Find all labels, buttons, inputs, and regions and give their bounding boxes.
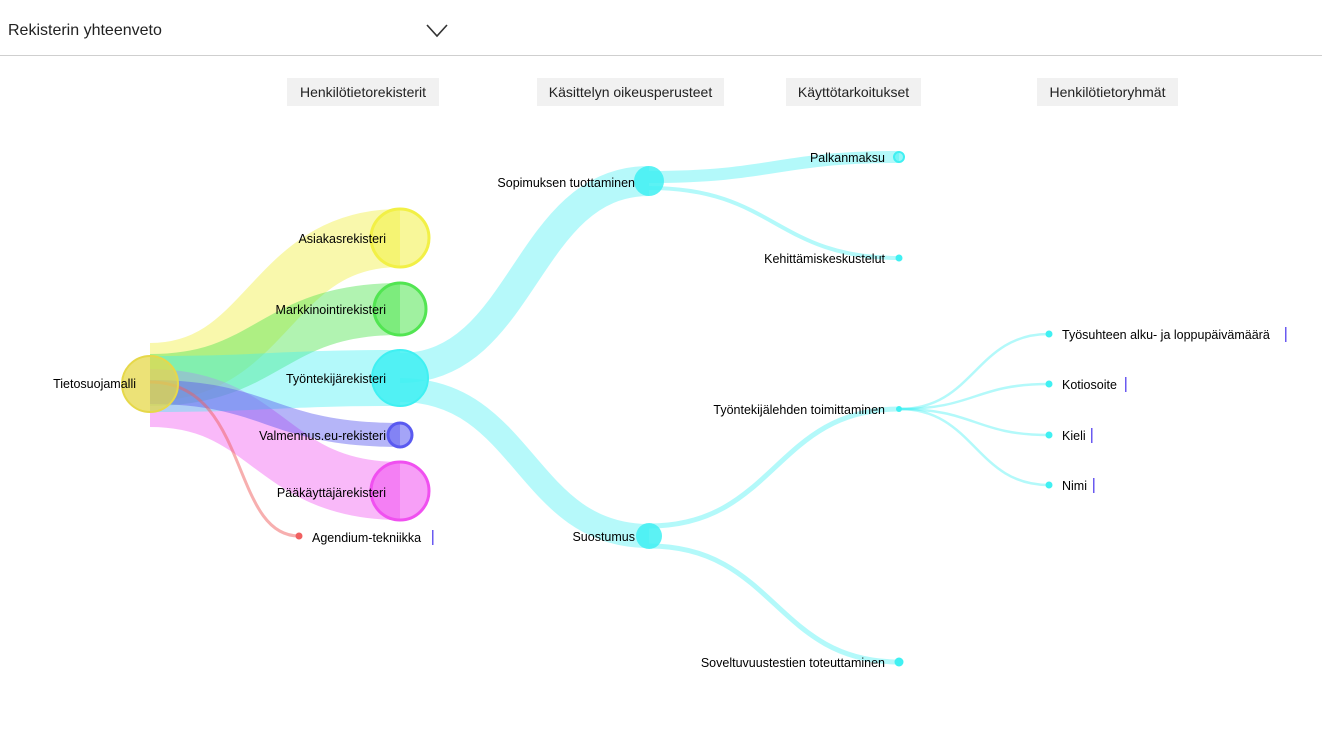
link-root-asiakas <box>148 209 402 401</box>
dropdown-selected-value: Rekisterin yhteenveto <box>8 22 162 39</box>
node-tyontekija[interactable] <box>371 349 429 407</box>
link-lehti-tyosuhde <box>898 332 1050 411</box>
node-palkanmaksu[interactable] <box>893 151 905 163</box>
label-sopimus: Sopimuksen tuottaminen <box>497 176 635 190</box>
label-soveltuvuus: Soveltuvuustestien toteuttaminen <box>701 656 885 670</box>
node-valmennus[interactable] <box>386 421 414 449</box>
node-sopimus[interactable] <box>634 166 664 196</box>
label-kieli: Kieli <box>1062 429 1086 443</box>
link-root-agendium <box>149 380 300 538</box>
label-root: Tietosuojamalli <box>53 377 136 391</box>
column-header-legal-bases: Käsittelyn oikeusperusteet <box>537 78 724 106</box>
label-kehittamis: Kehittämiskeskustelut <box>764 252 885 266</box>
label-tyosuhde: Työsuhteen alku- ja loppupäivämäärä <box>1062 328 1270 342</box>
node-soveltuvuus[interactable] <box>894 657 904 667</box>
node-suostumus[interactable] <box>636 523 662 549</box>
label-asiakas: Asiakasrekisteri <box>298 232 386 246</box>
node-tyontekijalehden[interactable] <box>896 406 902 412</box>
column-header-purposes: Käyttötarkoitukset <box>786 78 921 106</box>
leaf-marker-kieli <box>1091 428 1093 443</box>
link-suostumus-soveltuvuus <box>648 543 900 665</box>
link-root-tyontekija <box>149 350 401 412</box>
node-kieli[interactable] <box>1045 431 1053 439</box>
chevron-down-icon[interactable] <box>426 24 448 38</box>
leaf-marker-kotiosoite <box>1125 377 1127 392</box>
node-kehittamis[interactable] <box>895 254 903 262</box>
link-tyontekija-sopimus <box>399 166 650 383</box>
leaf-marker-nimi <box>1093 478 1095 493</box>
node-root[interactable] <box>121 355 179 413</box>
link-sopimus-kehittamis <box>648 186 900 260</box>
link-lehti-kotiosoite <box>898 382 1050 411</box>
node-markkinointi[interactable] <box>372 281 428 337</box>
label-kotiosoite: Kotiosoite <box>1062 378 1117 392</box>
node-tyosuhde[interactable] <box>1045 330 1053 338</box>
label-valmennus: Valmennus.eu-rekisteri <box>259 429 386 443</box>
link-sopimus-palkanmaksu <box>648 151 900 183</box>
link-root-paakayttaja <box>149 369 401 520</box>
label-suostumus: Suostumus <box>572 530 635 544</box>
register-view-dropdown[interactable]: Rekisterin yhteenveto <box>8 12 452 52</box>
link-root-markkinointi <box>149 283 401 406</box>
label-markkinointi: Markkinointirekisteri <box>276 303 386 317</box>
leaf-marker-agendium <box>432 530 434 545</box>
link-lehti-kieli <box>898 407 1050 437</box>
label-paakayttaja: Pääkäyttäjärekisteri <box>277 486 386 500</box>
label-palkanmaksu: Palkanmaksu <box>810 151 885 165</box>
node-paakayttaja[interactable] <box>369 460 431 522</box>
column-header-registers: Henkilötietorekisterit <box>287 78 439 106</box>
node-agendium[interactable] <box>295 532 303 540</box>
label-agendium: Agendium-tekniikka <box>312 531 421 545</box>
link-suostumus-tyontekijalehden <box>648 406 900 529</box>
link-lehti-nimi <box>898 407 1050 487</box>
link-tyontekija-suostumus <box>399 378 650 548</box>
top-bar: Rekisterin yhteenveto <box>0 0 1322 56</box>
node-asiakas[interactable] <box>369 207 431 269</box>
label-nimi: Nimi <box>1062 479 1087 493</box>
label-tyontekija: Työntekijärekisteri <box>286 372 386 386</box>
column-header-data-categories: Henkilötietoryhmät <box>1037 78 1178 106</box>
leaf-marker-tyosuhde <box>1285 327 1287 342</box>
node-nimi[interactable] <box>1045 481 1053 489</box>
label-tyontekijalehden: Työntekijälehden toimittaminen <box>713 403 885 417</box>
node-kotiosoite[interactable] <box>1045 380 1053 388</box>
